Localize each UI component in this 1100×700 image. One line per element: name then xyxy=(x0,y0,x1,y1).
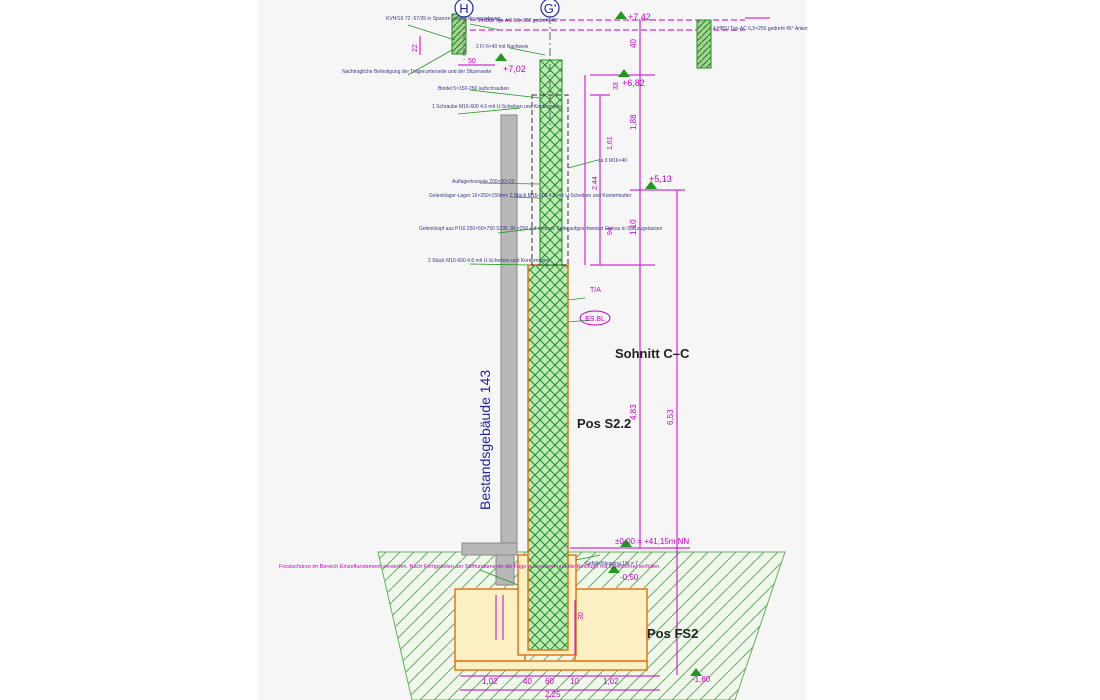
dim-110: 1,10 xyxy=(629,219,638,235)
elev-zero: ±0,00 = +41,15m NN xyxy=(615,537,689,546)
dim-40: 40 xyxy=(629,39,638,48)
dim-161: 1,61 xyxy=(607,136,614,150)
note-7: ca 3 M16×40 xyxy=(598,158,627,164)
dim-base-total: 2,25 xyxy=(545,690,561,699)
elevation-markers xyxy=(495,11,702,676)
dim-base-mid3: 10 xyxy=(570,677,579,686)
note-11: 2 Stück M16-600 4.6 mit U-Scheiben und K… xyxy=(428,258,550,264)
note-1: KVH/16·72 ·57/35 in Sparren untere Neuan… xyxy=(386,16,501,22)
dim-base-right: 1,02 xyxy=(603,677,619,686)
axis-g-bubble xyxy=(540,0,560,18)
dim-653: 6,53 xyxy=(666,409,675,425)
note-9: Gelenklager-Lager 16×250×150mm 2 Stück M… xyxy=(429,193,632,199)
dim-base-left: 1,02 xyxy=(482,677,498,686)
foundation-left xyxy=(454,588,526,662)
note-6: 1 Schraube M16-600 4.6 mit U-Scheiben un… xyxy=(432,104,563,110)
dim-50: 50 xyxy=(468,58,476,65)
dim-22: 22 xyxy=(412,44,419,52)
note-8: Auflagerkonsole 200×30×20 xyxy=(452,179,515,185)
elev-top-beam: +7,42 xyxy=(628,12,651,22)
dim-base-mid2: 60 xyxy=(545,677,554,686)
note-10: Gelenkkopf aus PI16 250×50×750 S235 JR ×… xyxy=(419,226,663,232)
axis-h-bubble xyxy=(454,0,474,18)
foundation-right xyxy=(574,588,648,662)
column-body xyxy=(527,264,569,651)
leader-lines xyxy=(407,23,601,586)
note-14: Gefälle/Neigung 1% = 7 xyxy=(585,561,638,567)
dim-30: 30 xyxy=(578,612,585,620)
note-13: Frostschürze im Bereich Einzelfundament … xyxy=(279,564,661,570)
note-12: 4 HBSI Typ-AC 6,5×250 gedreht 45° Anker xyxy=(713,26,808,32)
axis-g-label: G' xyxy=(544,1,557,16)
dimension-lines xyxy=(419,20,690,691)
foundation-base xyxy=(454,660,648,671)
elev-bottom: -1,60 xyxy=(692,675,711,684)
tag-esbl-frame xyxy=(579,310,611,326)
note-3: 2 FI 6×40 mit Nachweis xyxy=(476,44,529,50)
tag-esbl: ES.BL xyxy=(585,316,605,323)
note-4: Nachträgliche Befestigung der Trägerunte… xyxy=(342,69,491,75)
elev-beam-left: +7,02 xyxy=(503,64,526,74)
dim-base-mid1: 40 xyxy=(523,677,532,686)
pos-foundation-label: Pos FS2 xyxy=(647,626,698,641)
note-5: Bindel 5×150-250 aufschrauben xyxy=(438,86,509,92)
tag-t: T/A xyxy=(590,287,601,294)
axis-h-label: H xyxy=(459,1,468,16)
steel-bracket xyxy=(531,94,569,266)
section-title: Sohnitt C–C xyxy=(615,346,690,361)
column-head xyxy=(539,59,563,266)
existing-footing xyxy=(495,554,515,586)
dim-483: 4,83 xyxy=(629,404,638,420)
building-label: Bestandsgebäude 143 xyxy=(477,370,493,510)
existing-slab xyxy=(461,542,518,556)
note-2: 2 HBSI Typ-AC 6,5×250 gedreht 45° xyxy=(478,18,559,24)
elev-beam-right: +6,82 xyxy=(622,78,645,88)
dim-94: 94 xyxy=(607,227,614,235)
dim-244: 2,44 xyxy=(592,176,599,190)
dim-33: 33 xyxy=(613,82,620,90)
pos-column-label: Pos S2.2 xyxy=(577,416,631,431)
dim-188: 1,88 xyxy=(629,114,638,130)
elev-mid: +5,13 xyxy=(649,174,672,184)
elev-minus050: -0,50 xyxy=(620,573,639,582)
rafter-right xyxy=(696,19,712,69)
